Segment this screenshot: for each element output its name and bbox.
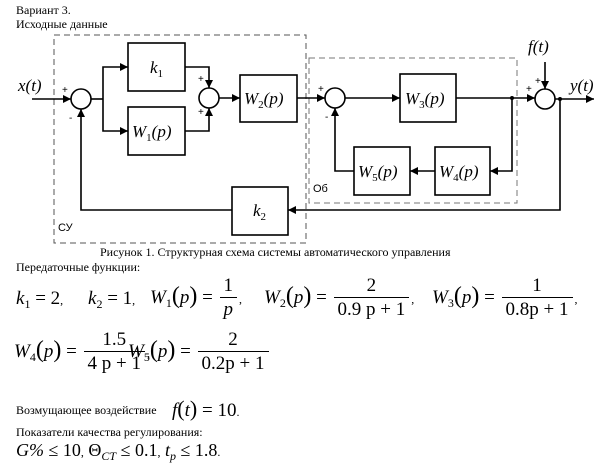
sign-sum2-plus-top: +: [198, 74, 204, 85]
line-to-w1: [102, 99, 128, 135]
sign-sum3-minus: -: [325, 112, 328, 123]
branch-dot-output: [558, 97, 562, 101]
block-w1: [127, 106, 186, 156]
label-w5: W5(p): [358, 162, 398, 184]
label-k1: k1: [150, 58, 163, 80]
line-w1-sum2: [185, 108, 213, 132]
block-w4: [434, 146, 491, 196]
transfer-functions-heading: Передаточные функции:: [16, 260, 141, 274]
label-w4: W4(p): [439, 162, 479, 184]
sign-sum4-plus-top: +: [535, 76, 541, 87]
block-w5: [353, 146, 411, 196]
variant-title: Вариант 3.: [16, 3, 71, 17]
controller-zone-label: СУ: [58, 222, 74, 234]
label-w2: W2(p): [244, 89, 284, 111]
sum-junction-3: [324, 87, 346, 109]
plant-zone-label: Об: [313, 183, 328, 195]
formula-k1: k1 = 2,: [16, 288, 64, 311]
branch-dot-inner: [510, 96, 514, 100]
line-branch-w4: [490, 98, 513, 175]
block-diagram: СУ Об: [17, 34, 594, 244]
line-k1-sum2: [185, 66, 213, 88]
label-w1: W1(p): [132, 122, 172, 144]
controller-zone: [53, 34, 307, 244]
signal-disturbance-label: f(t): [528, 37, 549, 56]
initial-data-heading: Исходные данные: [16, 17, 108, 31]
signal-output-label: y(t): [568, 76, 594, 95]
sign-sum4-plus-left: +: [526, 84, 532, 95]
line-to-k1: [102, 63, 128, 99]
label-k2: k2: [253, 201, 266, 223]
disturbance-formula: f(t) = 10.: [172, 396, 240, 421]
line-output-k2: [288, 99, 561, 214]
quality-heading: Показатели качества регулирования:: [16, 425, 203, 439]
sum-junction-1: [70, 88, 92, 110]
figure-caption: Рисунок 1. Структурная схема системы авт…: [100, 245, 451, 259]
line-w5-sum3: [331, 108, 354, 172]
signal-input-label: x(t): [17, 76, 42, 95]
sign-sum1-plus: +: [62, 85, 68, 96]
sign-sum2-plus-bottom: +: [198, 107, 204, 118]
sign-sum3-plus: +: [318, 84, 324, 95]
plant-zone: [308, 57, 518, 204]
block-w3: [399, 73, 457, 123]
sum-junction-4: [534, 88, 556, 110]
sum-junction-2: [198, 87, 220, 109]
line-k2-sum1: [77, 109, 232, 211]
block-w2: [239, 74, 298, 123]
block-k2: [231, 186, 289, 236]
quality-formula: G% ≤ 10, ΘCT ≤ 0.1, tp ≤ 1.8.: [16, 440, 221, 463]
sign-sum1-minus: -: [69, 113, 72, 124]
label-w3: W3(p): [405, 89, 445, 111]
disturbance-label: Возмущающее воздействие: [16, 403, 157, 417]
formula-k2: k2 = 1,: [88, 288, 136, 311]
